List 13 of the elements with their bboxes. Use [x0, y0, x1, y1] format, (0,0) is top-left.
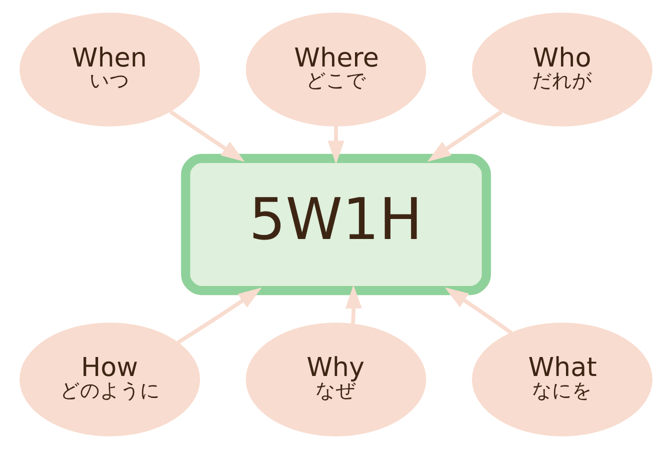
node-ellipse: How どのように	[19, 322, 200, 436]
arrow	[426, 110, 502, 162]
arrow	[344, 284, 362, 324]
node-ellipse: What なにを	[471, 322, 652, 436]
arrow	[168, 110, 244, 162]
arrow	[176, 288, 262, 344]
node-ellipse: When いつ	[19, 12, 200, 126]
arrow	[327, 126, 344, 164]
node-box: 5W1H	[180, 154, 490, 296]
node-ellipse: Who だれが	[471, 12, 652, 126]
arrow	[444, 287, 512, 335]
node-ellipse: Why なぜ	[245, 322, 426, 436]
node-ellipse: Where どこで	[245, 12, 426, 126]
